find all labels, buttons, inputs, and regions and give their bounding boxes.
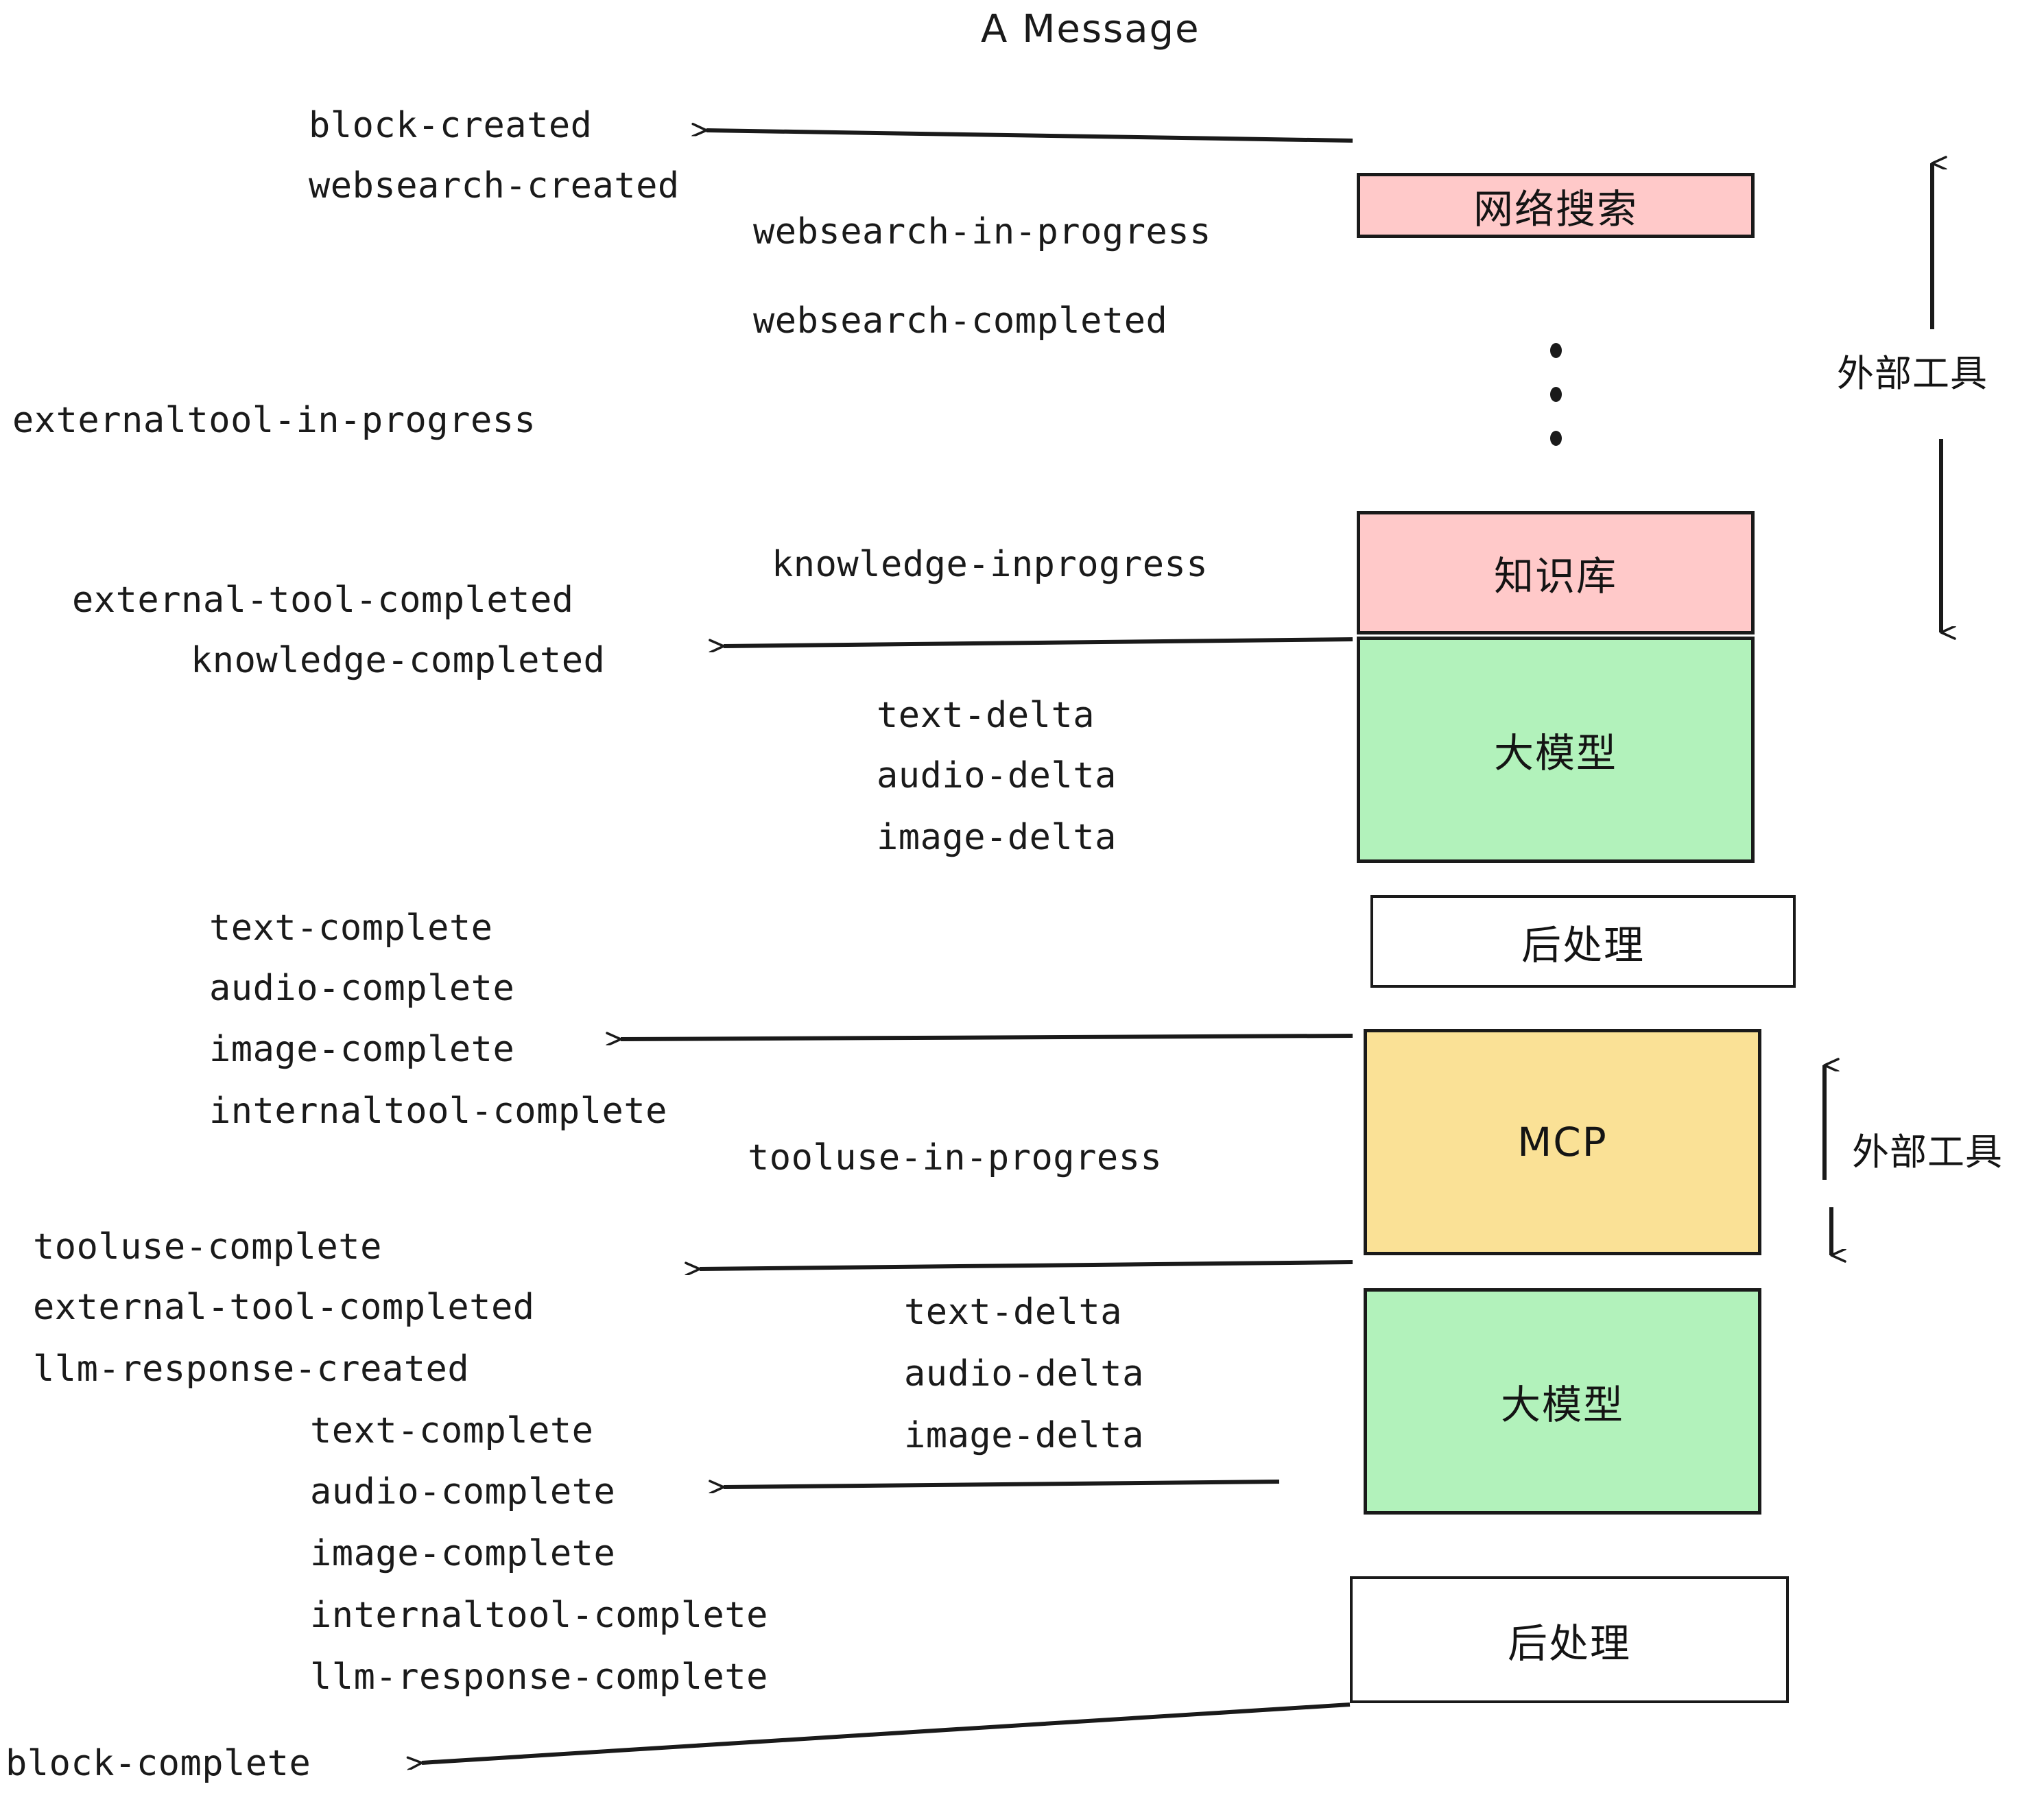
event-llm-response-complete: llm-response-complete (310, 1657, 768, 1698)
box-postprocess-1-label: 后处理 (1521, 921, 1645, 969)
event-image-delta-1: image-delta (877, 817, 1117, 858)
event-knowledge-completed: knowledge-completed (191, 640, 606, 681)
event-block-created: block-created (309, 105, 593, 146)
event-audio-complete-2: audio-complete (310, 1471, 616, 1512)
event-tooluse-complete: tooluse-complete (33, 1226, 382, 1268)
event-knowledge-inprogress: knowledge-inprogress (772, 544, 1209, 585)
box-postprocess-2[interactable]: 后处理 (1350, 1576, 1789, 1703)
box-llm-2[interactable]: 大模型 (1364, 1288, 1761, 1515)
event-text-complete-1: text-complete (209, 907, 493, 949)
arrow-llm1-to-image-complete (621, 1036, 1353, 1039)
side-label-external-tools-top: 外部工具 (1837, 352, 1988, 395)
box-postprocess-2-label: 后处理 (1507, 1619, 1631, 1667)
event-text-delta-1: text-delta (877, 695, 1095, 736)
box-llm-2-label: 大模型 (1500, 1381, 1624, 1428)
event-audio-delta-1: audio-delta (877, 755, 1117, 796)
arrow-knowledge-to-completed (724, 637, 1353, 646)
event-text-delta-2: text-delta (904, 1292, 1123, 1333)
arrow-llm2-to-audio-complete (724, 1480, 1280, 1487)
event-tooluse-in-progress: tooluse-in-progress (748, 1137, 1163, 1178)
page-title: A Message (981, 7, 1200, 51)
event-external-tool-completed-2: external-tool-completed (33, 1287, 535, 1328)
arrow-post2-to-block-complete (422, 1702, 1351, 1763)
ellipsis-dots (1549, 343, 1562, 446)
event-block-complete: block-complete (5, 1743, 311, 1784)
event-image-complete-2: image-complete (310, 1533, 616, 1574)
dot-2 (1549, 387, 1562, 402)
box-llm-1-label: 大模型 (1493, 730, 1617, 776)
box-knowledge-label: 知识库 (1493, 553, 1617, 600)
event-externaltool-in-progress: externaltool-in-progress (12, 400, 536, 441)
arrow-mcp-to-tooluse-complete (700, 1260, 1353, 1269)
dot-1 (1549, 343, 1562, 358)
box-websearch-label: 网络搜索 (1473, 185, 1638, 233)
event-external-tool-completed-1: external-tool-completed (72, 580, 574, 621)
event-image-delta-2: image-delta (904, 1415, 1144, 1456)
event-websearch-in-progress: websearch-in-progress (753, 211, 1211, 252)
event-text-complete-2: text-complete (310, 1410, 594, 1451)
box-knowledge[interactable]: 知识库 (1357, 511, 1755, 634)
event-audio-delta-2: audio-delta (904, 1353, 1144, 1394)
event-internaltool-complete-1: internaltool-complete (209, 1091, 667, 1132)
box-websearch[interactable]: 网络搜索 (1357, 173, 1755, 238)
box-postprocess-1[interactable]: 后处理 (1370, 895, 1796, 988)
box-mcp[interactable]: MCP (1364, 1029, 1761, 1255)
box-llm-1[interactable]: 大模型 (1357, 637, 1755, 863)
event-websearch-created: websearch-created (309, 165, 680, 206)
box-mcp-label: MCP (1517, 1119, 1608, 1165)
arrow-websearch-to-created (706, 130, 1353, 143)
event-image-complete-1: image-complete (209, 1029, 515, 1070)
side-label-external-tools-bottom: 外部工具 (1852, 1130, 2003, 1174)
event-llm-response-created: llm-response-created (33, 1349, 470, 1390)
event-websearch-completed: websearch-completed (753, 300, 1168, 342)
dot-3 (1549, 431, 1562, 446)
event-audio-complete-1: audio-complete (209, 968, 515, 1009)
event-internaltool-complete-2: internaltool-complete (310, 1595, 768, 1636)
